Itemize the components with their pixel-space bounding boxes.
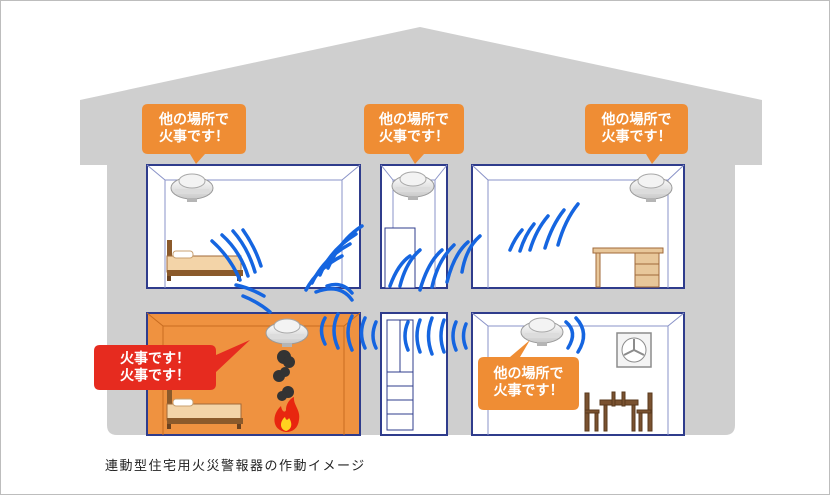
- bubble-line: 火事です！: [601, 129, 672, 145]
- bubble-text-bottom-right: 他の場所で 火事です！: [478, 366, 579, 400]
- desk-icon: [592, 247, 664, 288]
- bubble-text-top-right: 他の場所で 火事です！: [585, 112, 688, 146]
- bubble-text-top-center: 他の場所で 火事です！: [364, 112, 464, 146]
- bubble-top-left: [142, 104, 246, 164]
- bubble-line: 火事です！: [493, 383, 564, 399]
- ventilation-fan-icon: [616, 332, 652, 368]
- bubble-line: 他の場所で: [601, 112, 672, 128]
- bubble-line: 他の場所で: [493, 366, 564, 382]
- bubble-top-right: [585, 104, 688, 164]
- bubble-line: 火事です！: [120, 368, 190, 384]
- stairwell: [380, 312, 448, 436]
- bubble-fire-room: [94, 340, 250, 390]
- smoke-icon: [273, 350, 295, 401]
- bubble-line: 火事です！: [379, 129, 449, 145]
- fire-icon: [274, 397, 300, 432]
- figure-caption: 連動型住宅用火災警報器の作動イメージ: [105, 459, 366, 474]
- bubble-line: 火事です！: [159, 129, 229, 145]
- bubble-line: 火事です！: [120, 351, 190, 367]
- dining-table-icon: [584, 391, 653, 432]
- bubble-top-center: [364, 104, 464, 164]
- signal-wave-icon: [210, 202, 586, 356]
- stairs: [386, 319, 414, 431]
- bubble-text-top-left: 他の場所で 火事です！: [142, 112, 246, 146]
- bubble-line: 他の場所で: [159, 112, 229, 128]
- bubble-bottom-right: [478, 340, 579, 410]
- bubble-text-fire-room: 火事です！ 火事です！: [94, 351, 216, 385]
- bubble-line: 他の場所で: [379, 112, 449, 128]
